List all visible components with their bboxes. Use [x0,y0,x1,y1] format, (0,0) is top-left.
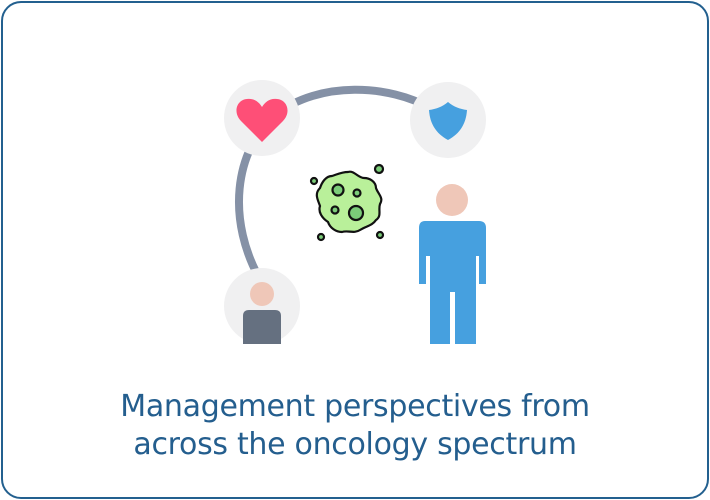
card-caption: Management perspectives from across the … [0,388,710,464]
shield-icon [410,82,486,158]
user-avatar-icon [224,268,300,344]
heart-icon [224,80,300,156]
caption-line-1: Management perspectives from [120,389,590,424]
cancer-cell-icon [309,163,385,242]
caption-line-2: across the oncology spectrum [133,427,577,462]
person-icon [419,184,486,344]
illustration [224,80,486,344]
